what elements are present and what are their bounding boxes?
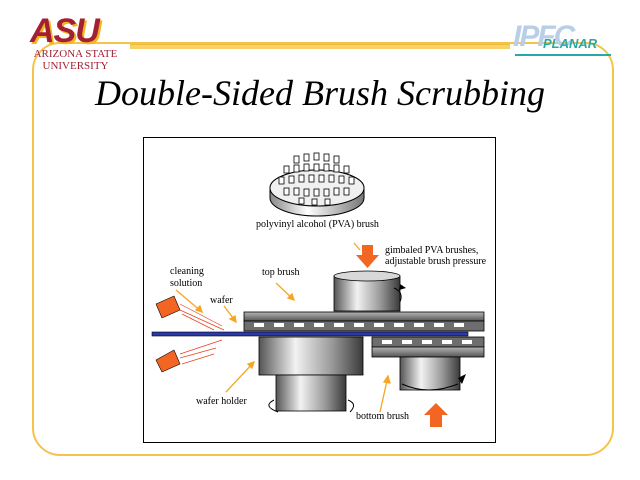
asu-logo-line2: UNIVERSITY (42, 60, 109, 72)
slide-title: Double-Sided Brush Scrubbing (95, 73, 545, 113)
header-rule (130, 44, 510, 49)
top-brush-cylinder (333, 270, 406, 312)
ipfc-planar-logo: IPFC PLANAR (513, 20, 623, 65)
asu-logo-letters: ASU (30, 12, 100, 50)
asu-logo-line1: ARIZONA STATE (33, 48, 118, 60)
gimbaled-label-line1: gimbaled PVA brushes, (385, 245, 479, 256)
gimbaled-label-line2: adjustable brush pressure (385, 256, 487, 267)
bottom-brush-assembly (371, 336, 485, 391)
top-brush-label: top brush (262, 267, 300, 278)
top-pressure-arrow (356, 245, 379, 268)
bottom-pressure-arrow (424, 403, 448, 427)
ipfc-logo-letters: IPFC (513, 20, 575, 53)
brush-scrubbing-diagram: polyvinyl alcohol (PVA) brush gimbaled P… (143, 137, 496, 443)
cleaning-label-line2: solution (170, 278, 203, 289)
label-pointers (175, 242, 391, 413)
wafer-holder-label: wafer holder (196, 396, 247, 407)
top-brush-plate (243, 311, 485, 332)
wafer-holder-cylinder (258, 336, 364, 413)
cleaning-nozzles (155, 295, 225, 373)
wafer-label: wafer (210, 295, 233, 306)
bottom-brush-label: bottom brush (356, 411, 410, 422)
ipfc-logo-underline (515, 54, 611, 56)
pva-brush-label: polyvinyl alcohol (PVA) brush (256, 219, 379, 230)
wafer-sheet (151, 331, 469, 337)
cleaning-label-line1: cleaning (170, 266, 204, 277)
pva-brush-illustration (269, 152, 365, 217)
asu-logo: ASU ARIZONA STATE UNIVERSITY (18, 12, 133, 72)
ipfc-logo-planar: PLANAR (543, 36, 598, 51)
diagram-graphic (151, 152, 485, 427)
